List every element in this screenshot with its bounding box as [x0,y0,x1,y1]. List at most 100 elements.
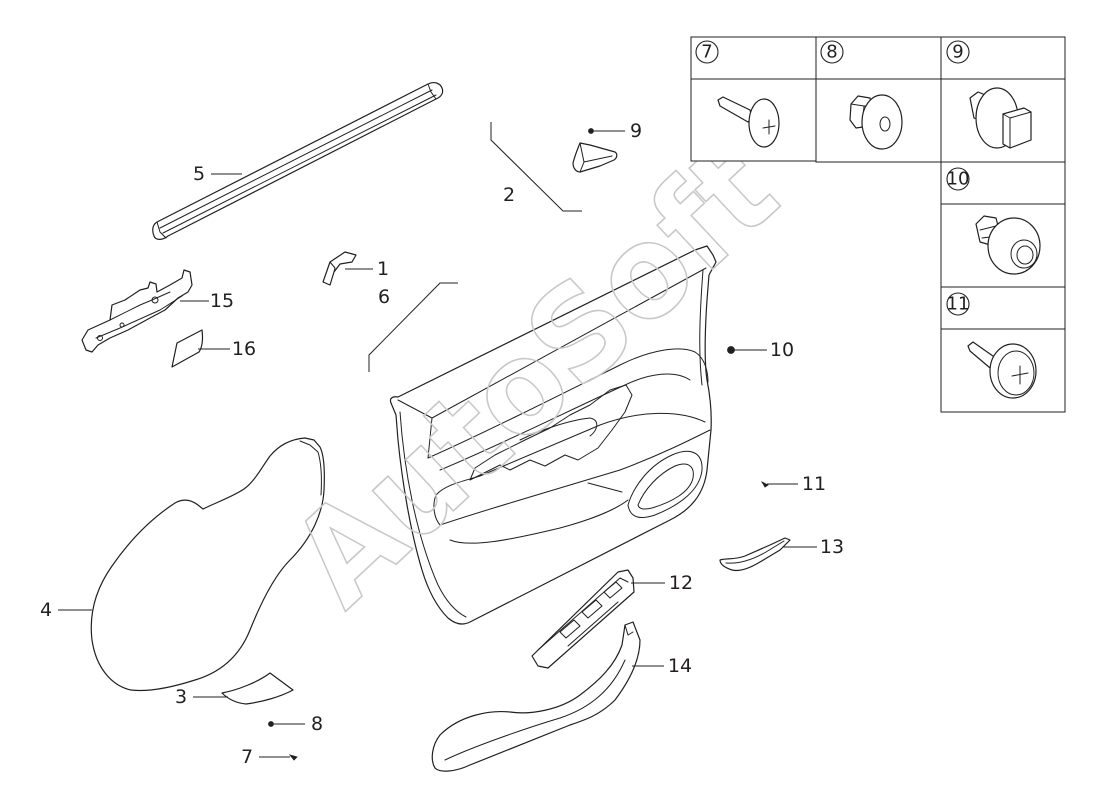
inset-cell-10-ring [946,167,970,191]
callout-4[interactable]: 4 [40,599,52,621]
part-5-ridge-lower [162,94,437,234]
inset-cell-7: 7 [690,36,817,162]
part-15-outline [81,269,193,353]
inset-cell-11-number: 11 [947,294,970,315]
callout-1[interactable]: 1 [377,258,389,280]
inset-cell-8-number: 8 [826,42,837,63]
part-8-clip [268,721,274,727]
push-pin-clip-icon [967,341,1037,399]
callout-6[interactable]: 6 [378,286,390,308]
inset-cell-8-ring [820,40,844,64]
part-10-clip [727,346,735,354]
inset-cell-10: 10 [940,161,1066,288]
part-13-inner [725,540,785,564]
callout-9[interactable]: 9 [630,120,642,142]
part-6-lower-bin [449,499,629,544]
part-6-outline [389,245,717,625]
inset-cell-7-number: 7 [701,42,712,63]
part-4-insulation-sheet [90,437,325,692]
pin-11-head [989,343,1037,399]
leader-6 [368,282,458,372]
pin-11-cross [1011,365,1029,385]
part-6-armrest-bottom [439,429,711,526]
part-2-garnish [572,142,618,173]
part-11-clip [760,481,769,488]
inset-cell-11-ring [946,292,970,316]
inset-cell-10-number: 10 [947,169,970,190]
flange-clip-icon [849,94,903,150]
part-1-bracket [322,251,357,286]
clip-10-flange [987,217,1041,275]
part-12-switch-1 [559,619,581,639]
callout-7[interactable]: 7 [241,746,253,768]
callout-numbers: 1 2 3 4 5 6 7 8 9 10 11 12 13 14 15 16 [40,120,844,768]
callout-2[interactable]: 2 [503,184,515,206]
part-5-beltline-molding [152,82,444,240]
part-6-switch-recess [469,384,633,481]
part-6-sill-side [427,417,433,459]
part-5-end-left [156,221,167,239]
part-15-handle-bracket [81,269,193,353]
pin-7-head [748,98,780,148]
part-6-left-edge-inner [399,411,467,618]
callout-10[interactable]: 10 [770,339,794,361]
part-6-armrest-end [433,494,441,526]
callout-5[interactable]: 5 [193,163,205,185]
callout-14[interactable]: 14 [668,655,692,677]
part-12-inner-edge [537,577,629,651]
part-12-switch-2 [581,599,603,619]
part-4-edge-inner [299,440,322,496]
clip-8-flange [861,94,903,150]
part-10-clip-head [727,346,735,354]
pin-7-cross [762,119,776,135]
part-7-clip [288,754,298,761]
push-pin-clip-icon [717,96,780,148]
part-16-pad [171,329,204,368]
part-14-armrest-cover [431,621,641,772]
callout-12[interactable]: 12 [669,572,693,594]
clip-9-head [1002,107,1032,149]
leader-lines [58,122,817,758]
clip-8-hole [879,116,891,132]
part-15-hole-2 [97,335,103,341]
inset-cell-11: 11 [940,286,1066,413]
part-13-pull-cup-trim [719,537,791,572]
inset-cell-8: 8 [815,36,942,163]
clip-10-ring [1010,239,1038,269]
part-15-rib-2 [95,295,183,339]
callout-11[interactable]: 11 [802,473,826,495]
callout-8[interactable]: 8 [311,713,323,735]
part-6-door-trim-panel [389,245,717,625]
part-13-outline [719,537,791,572]
part-6-right-edge-inner [699,269,704,386]
clip-10-hole [1016,245,1034,265]
callout-3[interactable]: 3 [175,686,187,708]
part-6-armrest-top [435,412,706,496]
part-15-rib-1 [109,291,171,321]
pin-11-head-rim [997,350,1035,396]
inset-legend: 7 8 9 [690,36,1066,413]
callout-15[interactable]: 15 [210,290,234,312]
part-12-outline [531,569,635,669]
callout-16[interactable]: 16 [232,338,256,360]
part-2-inner-edge [579,142,613,173]
part-9-clip [588,128,594,134]
inset-cell-7-ring [695,40,719,64]
leader-2 [490,122,582,212]
part-4-outline [90,437,325,692]
part-14-notch [624,624,634,636]
part-6-crease [587,482,623,493]
inset-cell-9: 9 [940,36,1066,163]
inset-cell-9-ring [946,40,970,64]
part-12-switch-panel [531,569,635,669]
part-12-switch-3 [603,581,623,599]
part-3-pad [221,672,294,705]
part-6-handle [519,417,598,441]
part-2-outline [572,142,618,173]
part-14-inner-edge [444,659,626,761]
part-5-ridge-upper [159,89,433,229]
callout-13[interactable]: 13 [820,536,844,558]
inset-cell-9-number: 9 [952,42,963,63]
part-12-switch-row [567,601,619,647]
clip-9-head-edge [1002,111,1032,149]
